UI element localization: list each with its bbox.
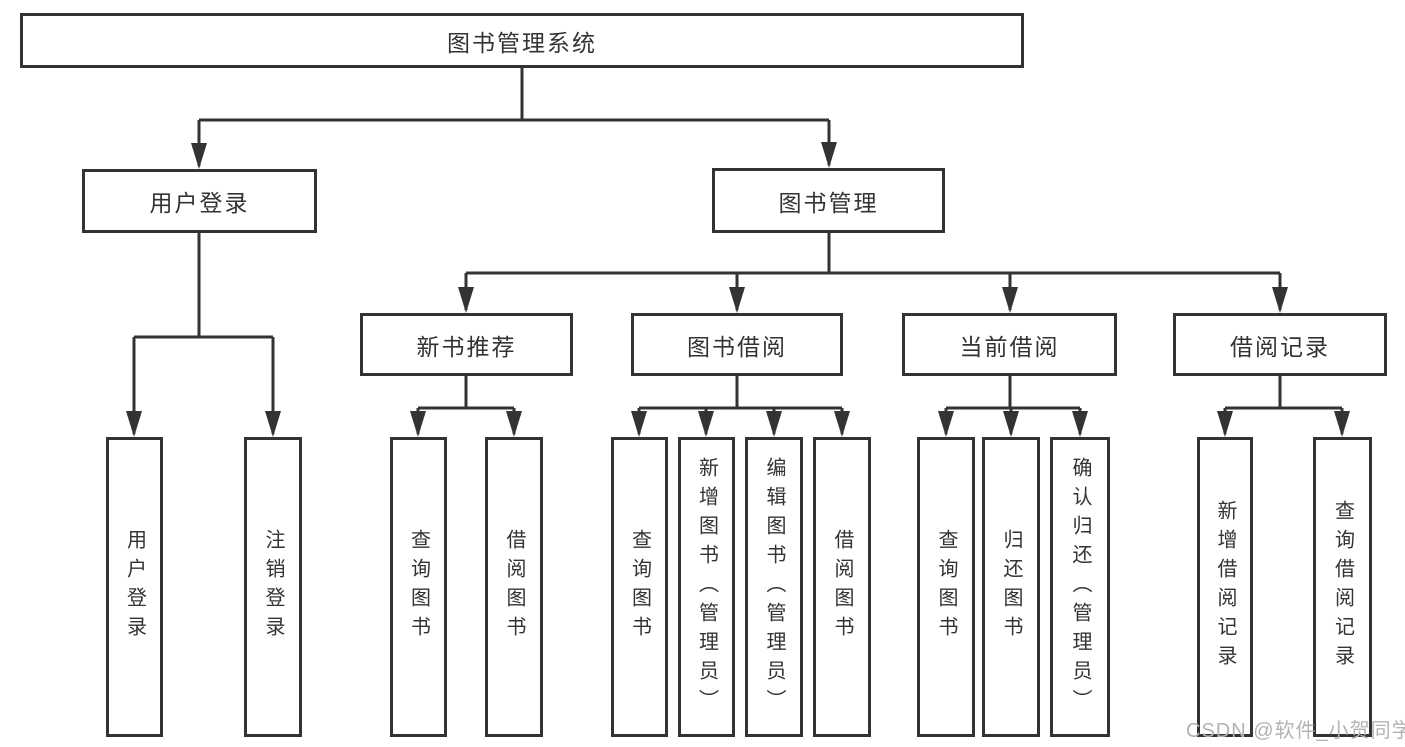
node-label: 注销登录 xyxy=(262,529,284,645)
arrow-down-icon xyxy=(126,411,142,437)
leaf-bb-borrow-book: 借阅图书 xyxy=(813,437,871,737)
node-label: 用户登录 xyxy=(123,529,146,645)
node-borrowing-records: 借阅记录 xyxy=(1173,313,1387,376)
node-root-system: 图书管理系统 xyxy=(20,13,1024,68)
node-label: 编辑图书（管理员） xyxy=(763,456,785,718)
node-label: 新增图书（管理员） xyxy=(695,456,718,718)
arrow-down-icon xyxy=(1003,411,1019,437)
arrow-down-icon xyxy=(410,411,426,437)
leaf-cb-query-book: 查询图书 xyxy=(917,437,975,737)
arrow-down-icon xyxy=(458,287,474,313)
node-label: 借阅图书 xyxy=(503,529,525,645)
connector-borrow-record-children xyxy=(1217,376,1350,437)
connector-book-borrow-children xyxy=(631,376,850,437)
connector-new-book-rec-children xyxy=(410,376,522,437)
node-label: 当前借阅 xyxy=(959,333,1060,360)
leaf-bb-add-book-admin: 新增图书（管理员） xyxy=(678,437,735,737)
leaf-cb-confirm-return-admin: 确认归还（管理员） xyxy=(1050,437,1110,737)
node-label: 确认归还（管理员） xyxy=(1069,456,1091,718)
arrow-down-icon xyxy=(1272,287,1288,313)
node-label: 图书借阅 xyxy=(687,333,787,360)
arrow-down-icon xyxy=(265,411,281,437)
connector-book-mgmt-children xyxy=(458,233,1288,313)
arrow-down-icon xyxy=(1217,411,1233,437)
node-label: 新书推荐 xyxy=(416,333,517,360)
arrow-down-icon xyxy=(191,143,207,169)
node-label: 归还图书 xyxy=(1000,529,1022,645)
csdn-watermark: CSDN @软件_小贺同学 xyxy=(1186,720,1405,742)
arrow-down-icon xyxy=(506,411,522,437)
leaf-nbr-borrow-book: 借阅图书 xyxy=(485,437,543,737)
node-book-management: 图书管理 xyxy=(712,168,945,233)
connector-user-login-children xyxy=(126,233,281,437)
node-label: 借阅记录 xyxy=(1230,333,1330,360)
node-book-borrowing: 图书借阅 xyxy=(631,313,843,376)
connector-current-borrow-children xyxy=(938,376,1088,437)
leaf-br-add-record: 新增借阅记录 xyxy=(1197,437,1253,737)
leaf-user-login: 用户登录 xyxy=(106,437,163,737)
node-new-book-recommend: 新书推荐 xyxy=(360,313,573,376)
arrow-down-icon xyxy=(1002,287,1018,313)
node-current-borrowing: 当前借阅 xyxy=(902,313,1117,376)
arrow-down-icon xyxy=(766,411,782,437)
node-label: 用户登录 xyxy=(149,190,250,216)
leaf-br-query-record: 查询借阅记录 xyxy=(1313,437,1372,737)
arrow-down-icon xyxy=(1072,411,1088,437)
connector-root-to-level2 xyxy=(191,68,837,169)
arrow-down-icon xyxy=(1334,411,1350,437)
node-label: 图书管理系统 xyxy=(447,29,597,56)
leaf-bb-query-book: 查询图书 xyxy=(611,437,668,737)
node-label: 图书管理 xyxy=(778,189,879,216)
leaf-cb-return-book: 归还图书 xyxy=(982,437,1040,737)
node-user-login: 用户登录 xyxy=(82,169,317,233)
leaf-nbr-query-book: 查询图书 xyxy=(390,437,447,737)
node-label: 查询图书 xyxy=(407,529,430,645)
node-label: 借阅图书 xyxy=(831,529,853,645)
node-label: 查询借阅记录 xyxy=(1331,500,1354,674)
arrow-down-icon xyxy=(729,287,745,313)
arrow-down-icon xyxy=(631,411,647,437)
arrow-down-icon xyxy=(821,142,837,168)
arrow-down-icon xyxy=(834,411,850,437)
node-label: 查询图书 xyxy=(935,529,957,645)
leaf-logout: 注销登录 xyxy=(244,437,302,737)
leaf-bb-edit-book-admin: 编辑图书（管理员） xyxy=(745,437,803,737)
node-label: 查询图书 xyxy=(628,529,651,645)
arrow-down-icon xyxy=(938,411,954,437)
node-label: 新增借阅记录 xyxy=(1214,500,1236,674)
arrow-down-icon xyxy=(698,411,714,437)
